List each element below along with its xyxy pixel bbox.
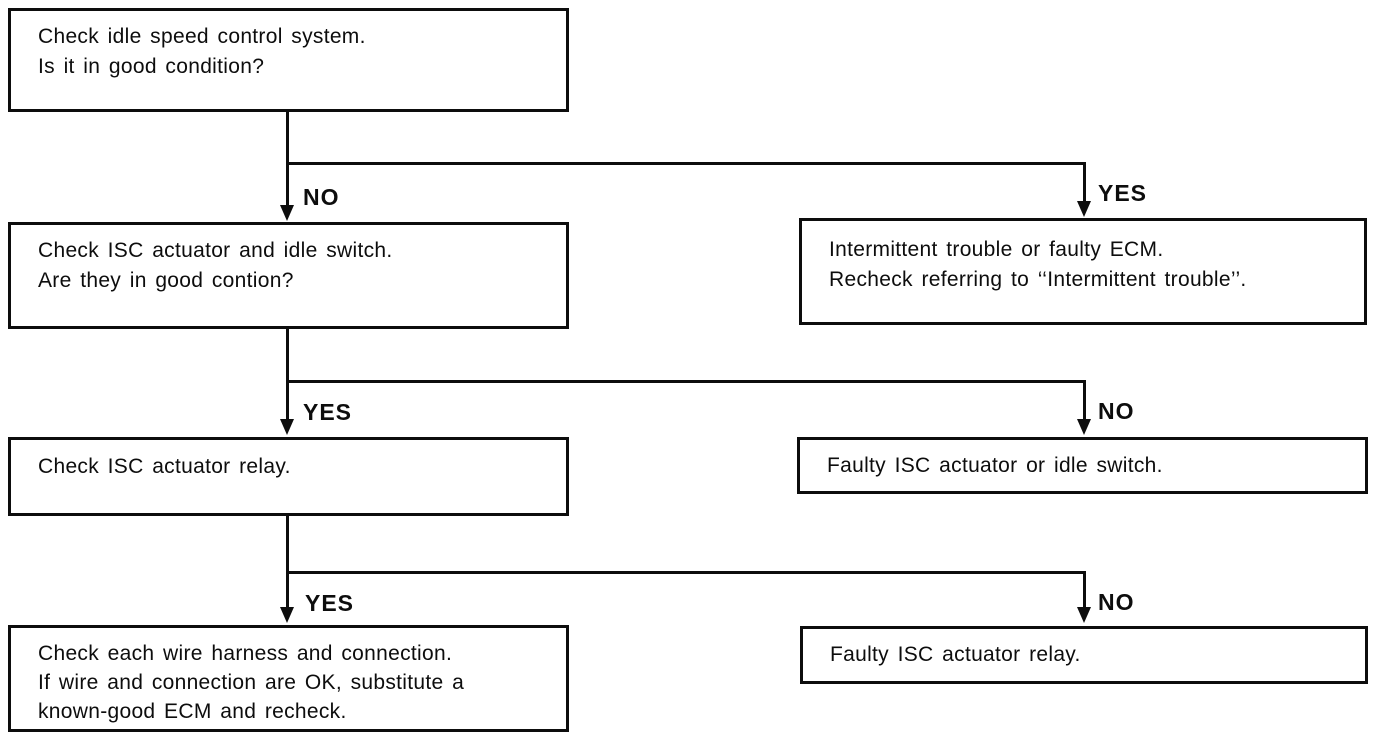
connector-horizontal	[286, 162, 1086, 165]
connector-vertical	[286, 515, 289, 610]
flow-node-check-idle-speed-system: Check idle speed control system. Is it i…	[8, 8, 569, 112]
branch-label-no: NO	[1098, 589, 1135, 615]
node-text-line: Is it in good condition?	[38, 55, 265, 78]
arrow-down-icon	[280, 419, 294, 435]
flow-node-faulty-isc-actuator-relay: Faulty ISC actuator relay.	[800, 626, 1368, 684]
node-text-line: Intermittent trouble or faulty ECM.	[829, 238, 1164, 261]
connector-vertical	[1083, 571, 1086, 610]
branch-label-no: NO	[1098, 398, 1135, 424]
node-text-line: known-good ECM and recheck.	[38, 700, 347, 723]
flow-node-faulty-isc-actuator-idle-switch: Faulty ISC actuator or idle switch.	[797, 437, 1368, 494]
arrow-down-icon	[280, 607, 294, 623]
connector-vertical	[286, 329, 289, 422]
arrow-down-icon	[1077, 201, 1091, 217]
flow-node-check-isc-actuator-relay: Check ISC actuator relay.	[8, 437, 569, 516]
node-text-line: Check ISC actuator relay.	[38, 455, 291, 478]
arrow-down-icon	[1077, 607, 1091, 623]
node-text-line: Check ISC actuator and idle switch.	[38, 239, 393, 262]
connector-vertical	[286, 112, 289, 208]
branch-label-yes: YES	[303, 399, 353, 425]
connector-vertical	[1083, 162, 1086, 205]
arrow-down-icon	[280, 205, 294, 221]
branch-label-yes: YES	[1098, 180, 1148, 206]
node-text-line: Faulty ISC actuator or idle switch.	[827, 454, 1163, 477]
node-text-line: Are they in good contion?	[38, 269, 294, 292]
flow-node-intermittent-trouble: Intermittent trouble or faulty ECM. Rech…	[799, 218, 1367, 325]
node-text-line: Faulty ISC actuator relay.	[830, 643, 1081, 666]
flow-node-check-wire-harness: Check each wire harness and connection. …	[8, 625, 569, 732]
node-text-line: Recheck referring to ‘‘Intermittent trou…	[829, 268, 1247, 291]
connector-horizontal	[286, 571, 1086, 574]
flow-node-check-isc-actuator-idle-switch: Check ISC actuator and idle switch. Are …	[8, 222, 569, 329]
branch-label-yes: YES	[305, 590, 355, 616]
node-text-line: Check idle speed control system.	[38, 25, 366, 48]
branch-label-no: NO	[303, 184, 340, 210]
connector-vertical	[1083, 380, 1086, 422]
arrow-down-icon	[1077, 419, 1091, 435]
connector-horizontal	[286, 380, 1086, 383]
node-text-line: Check each wire harness and connection.	[38, 642, 453, 665]
node-text-line: If wire and connection are OK, substitut…	[38, 671, 465, 694]
